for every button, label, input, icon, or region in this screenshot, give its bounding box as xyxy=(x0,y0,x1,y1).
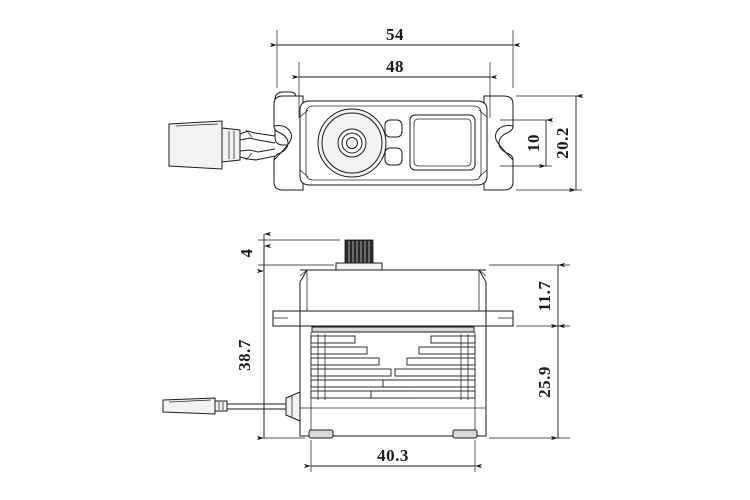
dimension-38-7: 38.7 xyxy=(235,243,305,441)
dimension-54: 54 xyxy=(269,25,521,88)
dimension-11-7: 11.7 xyxy=(489,262,570,329)
side-mounting-flange xyxy=(272,310,514,327)
top-view-body xyxy=(273,91,514,191)
side-top-case xyxy=(299,269,487,323)
dimension-48: 48 xyxy=(291,57,498,118)
dimension-40-3: 40.3 xyxy=(303,440,483,472)
dimension-label-48: 48 xyxy=(386,57,404,76)
dimension-label-11-7: 11.7 xyxy=(535,281,554,312)
dimension-label-25-9: 25.9 xyxy=(535,366,554,398)
heatsink-fins-left xyxy=(310,334,416,400)
dimension-20-2: 20.2 xyxy=(516,93,584,193)
dimension-label-20-2: 20.2 xyxy=(553,127,572,159)
side-feet xyxy=(308,429,478,439)
connector-lead-side xyxy=(162,391,301,422)
dimension-label-4: 4 xyxy=(237,249,256,258)
dimension-label-38-7: 38.7 xyxy=(235,339,254,371)
dimension-label-40-3: 40.3 xyxy=(377,446,409,465)
side-lower-body xyxy=(299,325,487,437)
top-view: 54 48 10 20.2 xyxy=(168,25,584,193)
connector-lead-top xyxy=(168,120,276,170)
dimension-25-9: 25.9 xyxy=(489,323,570,441)
dimension-label-10: 10 xyxy=(524,134,543,152)
side-view: 4 38.7 11.7 25.9 xyxy=(162,231,570,472)
dimension-10: 10 xyxy=(500,117,554,169)
output-hub xyxy=(317,108,387,178)
dimension-4: 4 xyxy=(237,231,340,274)
heatsink-fins-right xyxy=(370,334,476,400)
dimension-label-54: 54 xyxy=(386,25,404,44)
output-spline xyxy=(335,239,383,271)
